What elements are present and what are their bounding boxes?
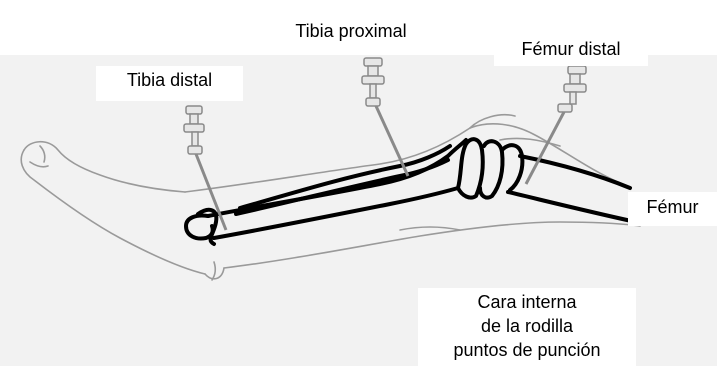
- label-tibia-distal-text: Tibia distal: [96, 69, 243, 91]
- label-cara-line-1: Cara interna: [418, 290, 636, 314]
- label-tibia-proximal: Tibia proximal: [268, 18, 434, 48]
- needle-tibia-proximal: [362, 58, 408, 176]
- needle-femur-distal: [526, 66, 586, 184]
- leg-outline: [21, 115, 640, 280]
- label-femur: Fémur: [628, 192, 717, 226]
- label-tibia-distal: Tibia distal: [96, 66, 243, 101]
- label-cara-line-3: puntos de punción: [418, 338, 636, 362]
- label-femur-text: Fémur: [628, 196, 717, 218]
- label-cara-line-2: de la rodilla: [418, 314, 636, 338]
- label-tibia-proximal-text: Tibia proximal: [268, 20, 434, 42]
- label-cara-interna: Cara interna de la rodilla puntos de pun…: [418, 288, 636, 366]
- label-femur-distal-text: Fémur distal: [494, 38, 648, 60]
- label-femur-distal: Fémur distal: [494, 36, 648, 66]
